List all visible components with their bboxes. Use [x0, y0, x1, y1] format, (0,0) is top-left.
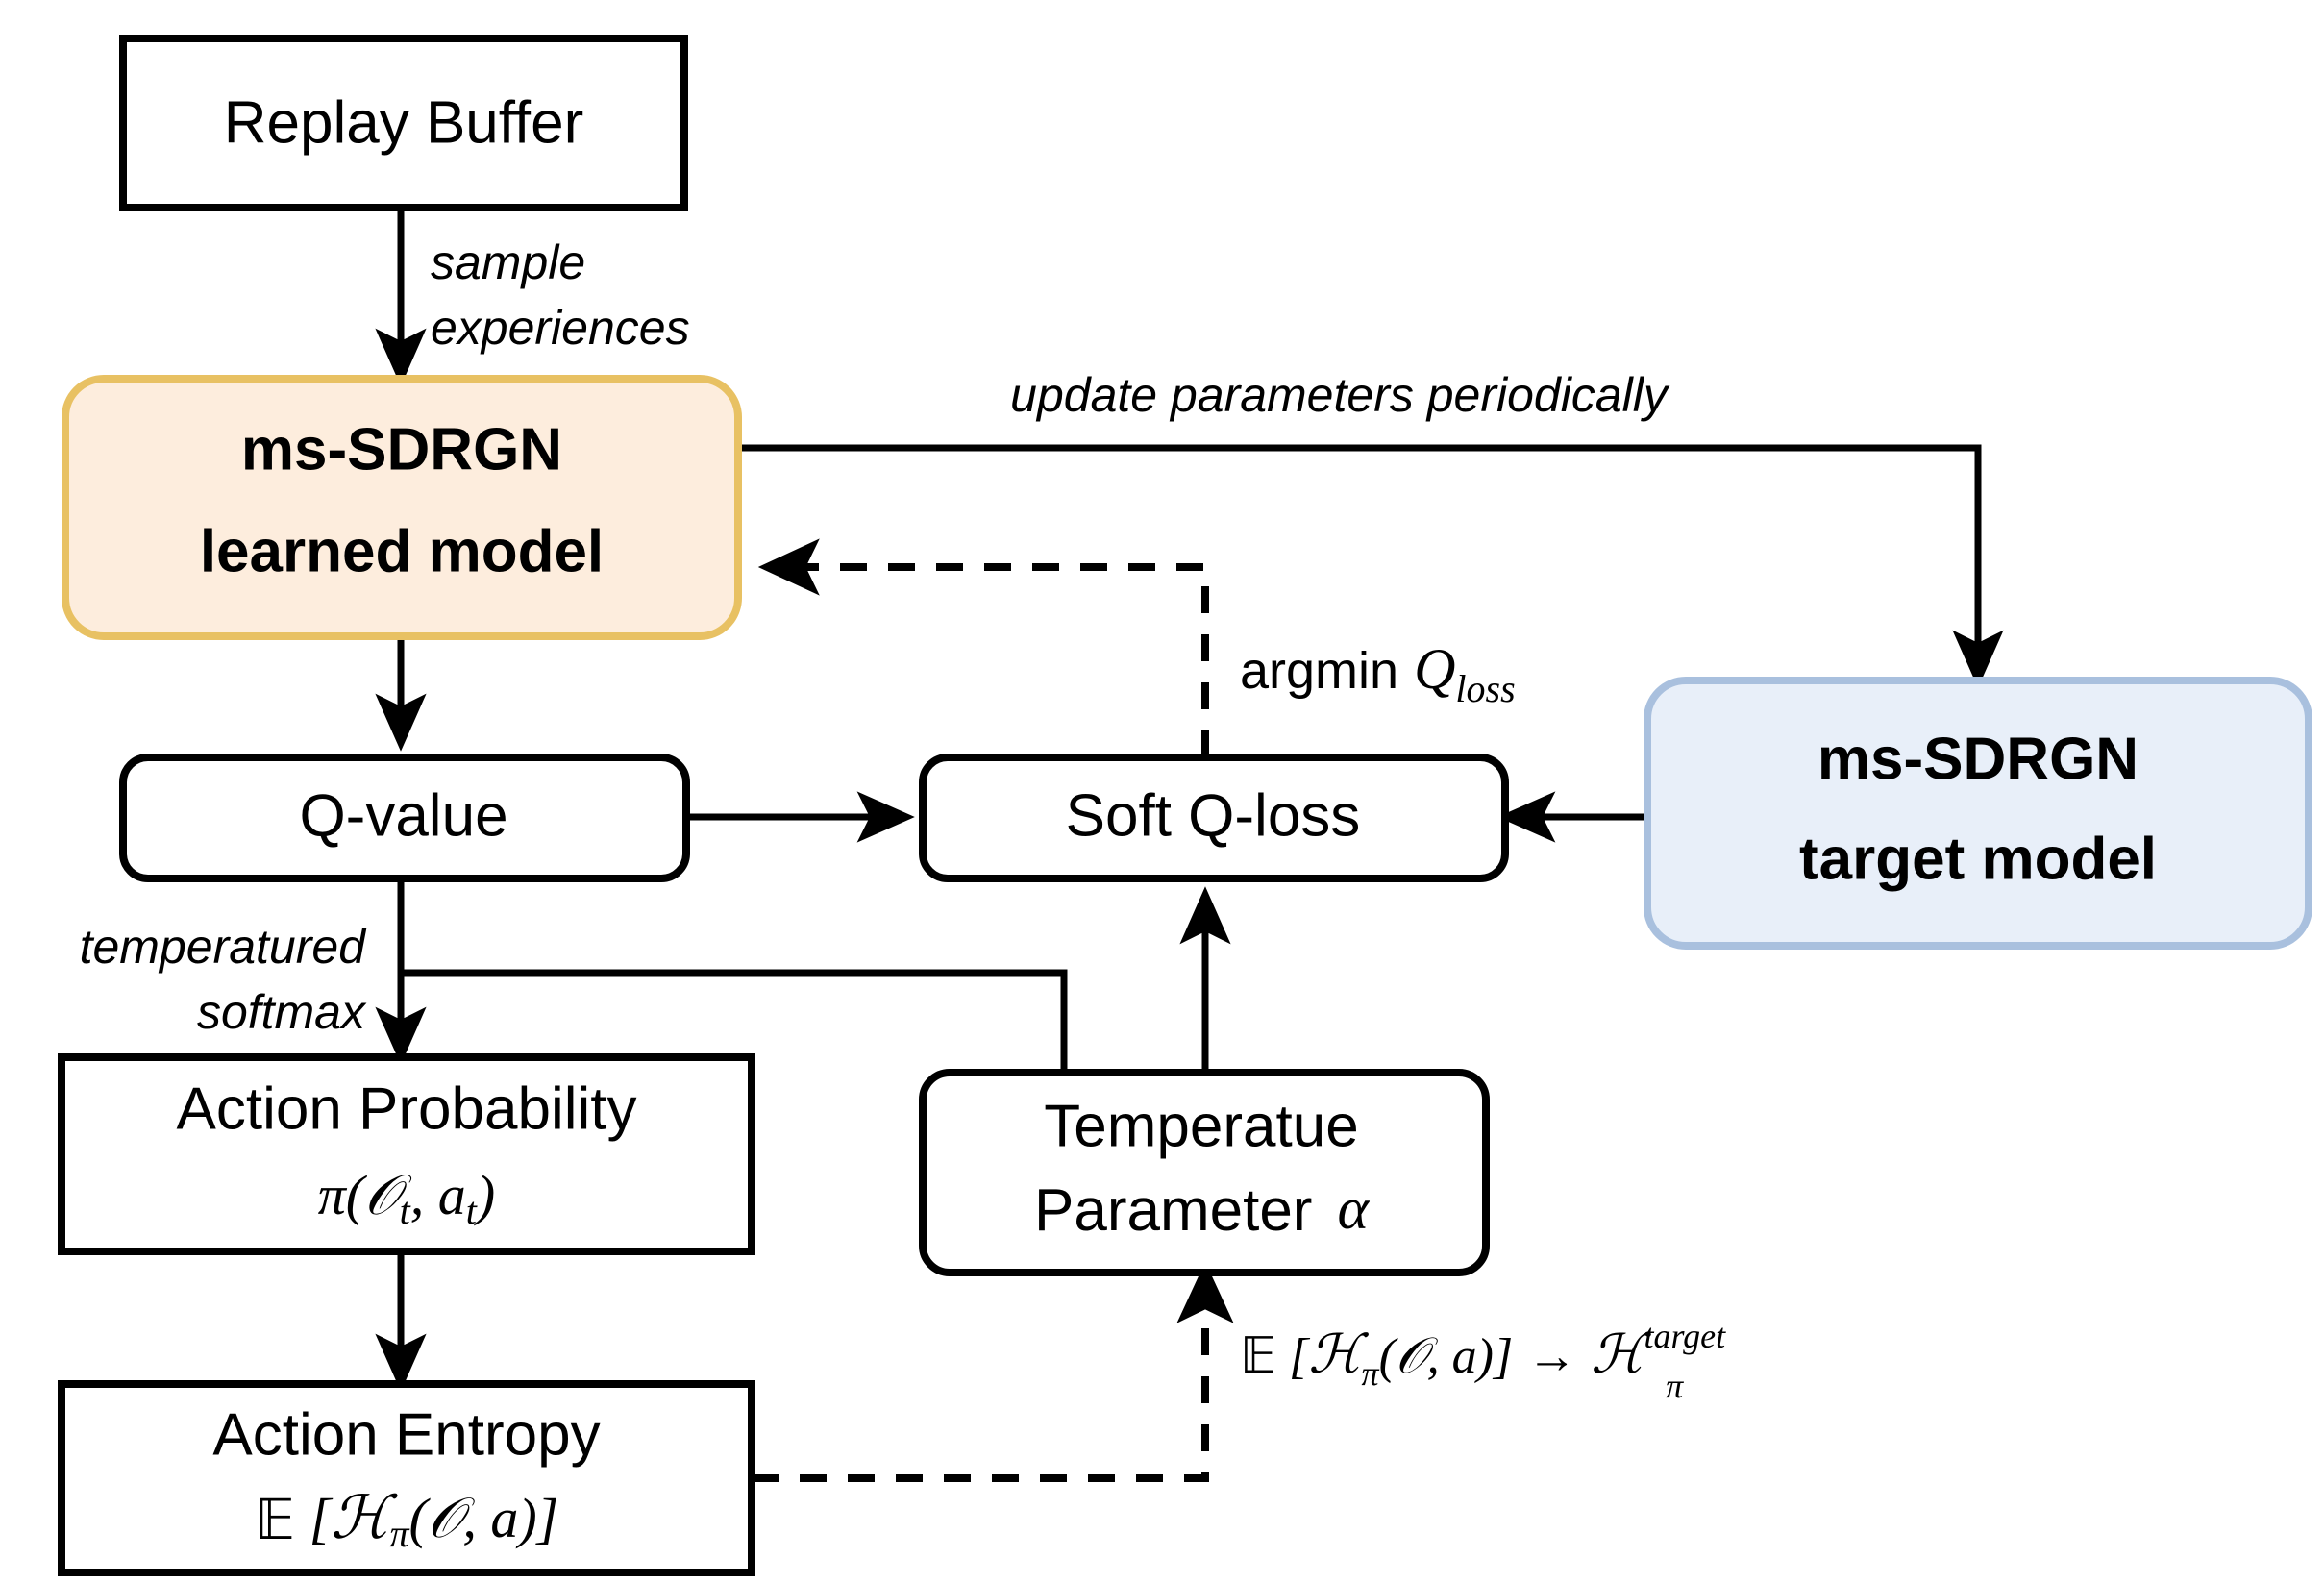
- edge-label-temperatured-softmax-line2: softmax: [197, 985, 367, 1039]
- node-soft-q-loss[interactable]: Soft Q-loss: [919, 754, 1509, 882]
- temperature-parameter-label-line2: Parameter α: [1034, 1176, 1370, 1244]
- qloss-subscript: loss: [1455, 667, 1515, 710]
- replay-buffer-box: [119, 35, 688, 211]
- formula-close-bracket: ]: [535, 1487, 559, 1549]
- entropy-target-arrow: →: [1513, 1328, 1591, 1384]
- q-value-label: Q-value: [299, 782, 507, 849]
- formula-a: a: [438, 1164, 466, 1226]
- formula-open-bracket: [: [295, 1487, 334, 1549]
- learned-model-label-line2: learned model: [200, 518, 604, 584]
- formula-sub-pi: π: [389, 1512, 409, 1555]
- qloss-Q: Q: [1414, 637, 1455, 701]
- learned-model-box: [62, 375, 742, 640]
- formula-script-h: ℋ: [331, 1486, 398, 1551]
- edge-label-update-parameters: update parameters periodically: [1010, 368, 1670, 422]
- edge-label-sample-experiences-line1: sample: [431, 235, 585, 289]
- edge-label-sample-experiences-line2: experiences: [431, 301, 690, 355]
- entropy-target-args: (𝒪, a): [1379, 1329, 1494, 1384]
- formula-sub-t1: t: [400, 1189, 411, 1232]
- action-entropy-formula: 𝔼 [ℋπ(𝒪, a)]: [255, 1486, 558, 1555]
- entropy-target-H2: ℋ: [1591, 1325, 1651, 1385]
- node-q-value[interactable]: Q-value: [119, 754, 690, 882]
- entropy-target-H: ℋ: [1308, 1325, 1369, 1385]
- target-model-box: [1644, 677, 2312, 950]
- soft-q-loss-box: [919, 754, 1509, 882]
- soft-q-loss-label: Soft Q-loss: [1066, 782, 1361, 849]
- alpha-symbol: α: [1337, 1176, 1370, 1242]
- edge-label-temperatured-softmax-line1: temperatured: [80, 920, 368, 974]
- replay-buffer-label: Replay Buffer: [224, 89, 584, 156]
- node-target-model[interactable]: ms-SDRGN target model: [1644, 677, 2312, 950]
- q-value-box: [119, 754, 690, 882]
- entropy-target-superscript: target: [1644, 1317, 1726, 1355]
- node-temperature-parameter[interactable]: Temperatue Parameter α: [919, 1069, 1490, 1276]
- formula-comma: ,: [410, 1164, 438, 1226]
- action-probability-label: Action Probability: [176, 1076, 636, 1142]
- node-replay-buffer[interactable]: Replay Buffer: [119, 35, 688, 211]
- entropy-target-sub-pi2: π: [1666, 1367, 1684, 1405]
- formula-expectation-E: 𝔼: [255, 1489, 295, 1551]
- formula-args: (𝒪, a): [408, 1487, 536, 1549]
- edge-softqloss-to-learnedmodel-dashed: [757, 538, 1209, 757]
- temperature-parameter-label-line1: Temperatue: [1044, 1093, 1358, 1159]
- node-learned-model[interactable]: ms-SDRGN learned model: [62, 375, 742, 640]
- target-model-label-line2: target model: [1799, 826, 2157, 892]
- temperature-parameter-word: Parameter: [1034, 1177, 1312, 1244]
- action-probability-box: [58, 1053, 755, 1255]
- formula-close-paren: ): [474, 1164, 495, 1226]
- edge-label-argmin-qloss: argmin Qloss: [1240, 637, 1516, 710]
- action-probability-formula: π(𝒪t, at): [318, 1164, 496, 1232]
- node-action-probability[interactable]: Action Probability π(𝒪t, at): [58, 1053, 755, 1255]
- formula-sub-t2: t: [466, 1189, 478, 1232]
- node-action-entropy[interactable]: Action Entropy 𝔼 [ℋπ(𝒪, a)]: [58, 1380, 755, 1576]
- temperature-parameter-box: [919, 1069, 1490, 1276]
- target-model-label-line1: ms-SDRGN: [1817, 726, 2139, 792]
- entropy-target-E: 𝔼: [1240, 1328, 1276, 1384]
- argmin-word: argmin: [1240, 642, 1398, 700]
- entropy-target-close: ]: [1492, 1329, 1513, 1384]
- learned-model-label-line1: ms-SDRGN: [241, 416, 562, 482]
- edge-learnedmodel-to-targetmodel: [738, 444, 2004, 688]
- entropy-target-sub-pi: π: [1362, 1354, 1380, 1393]
- action-entropy-label: Action Entropy: [212, 1401, 600, 1468]
- formula-pi: π(: [318, 1164, 368, 1226]
- edge-qvalue-to-temperatureparameter: [401, 969, 1068, 1075]
- edge-actionentropy-to-temperatureparameter-dashed: [752, 1261, 1234, 1482]
- entropy-target-open: [: [1276, 1329, 1311, 1384]
- action-entropy-box: [58, 1380, 755, 1576]
